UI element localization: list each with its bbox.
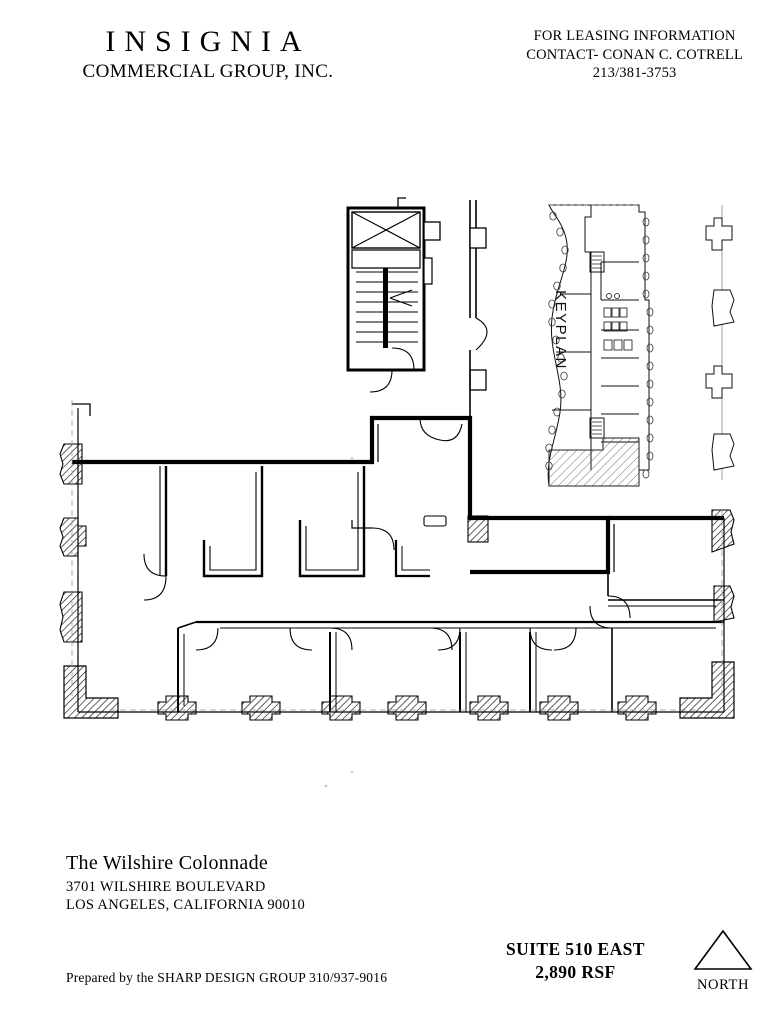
right-room xyxy=(607,524,724,619)
keyplan-suite-highlight xyxy=(548,437,640,487)
company-subtitle: COMMERCIAL GROUP, INC. xyxy=(82,60,334,82)
property-address-line1: 3701 WILSHIRE BOULEVARD xyxy=(66,879,266,895)
company-logo: INSIGNIA COMMERCIAL GROUP, INC. xyxy=(58,26,358,83)
stair-core xyxy=(346,197,441,393)
keyplan-right-scallops xyxy=(642,217,654,479)
interior-partitions-left xyxy=(143,466,430,601)
company-name: INSIGNIA xyxy=(105,25,311,58)
suite-area: 2,890 RSF xyxy=(535,961,616,982)
core-corridor-walls xyxy=(469,200,488,420)
keyplan-edge-scallops xyxy=(545,211,569,471)
leasing-contact-name: CONTACT- CONAN C. COTRELL xyxy=(526,46,743,63)
columns-left xyxy=(59,400,119,719)
main-floorplan xyxy=(59,197,735,788)
property-name: The Wilshire Colonnade xyxy=(66,852,269,874)
north-arrow-label: NORTH xyxy=(696,977,750,993)
suite-info-block: SUITE 510 EAST 2,890 RSF xyxy=(506,938,645,984)
keyplan-group: KEYPLAN xyxy=(545,204,735,487)
paper-artifacts xyxy=(324,457,353,788)
property-address-line2: LOS ANGELES, CALIFORNIA 90010 xyxy=(66,897,306,914)
leasing-phone: 213/381-3753 xyxy=(592,65,677,82)
center-walls xyxy=(351,417,463,551)
keyplan-fixtures xyxy=(603,293,633,351)
north-arrow: NORTH xyxy=(688,928,758,994)
preparer-credit: Prepared by the SHARP DESIGN GROUP 310/9… xyxy=(66,970,388,985)
leasing-heading: FOR LEASING INFORMATION xyxy=(533,28,736,44)
property-info-block: The Wilshire Colonnade 3701 WILSHIRE BOU… xyxy=(66,852,305,915)
corridor-door-swings xyxy=(195,605,613,651)
elevator-shaft xyxy=(351,211,421,249)
keyplan-column-strip xyxy=(705,205,735,480)
north-arrow-icon xyxy=(693,929,753,970)
leasing-contact-block: FOR LEASING INFORMATION CONTACT- CONAN C… xyxy=(526,27,743,83)
column-interior xyxy=(467,515,489,543)
columns-bottom xyxy=(110,695,700,721)
suite-label: SUITE 510 EAST xyxy=(506,939,645,959)
perimeter-offices xyxy=(329,628,613,712)
demising-wall xyxy=(72,415,611,575)
columns-right xyxy=(679,509,735,719)
keyplan-label: KEYPLAN xyxy=(552,290,569,370)
keyplan-stair-symbol xyxy=(589,251,605,439)
